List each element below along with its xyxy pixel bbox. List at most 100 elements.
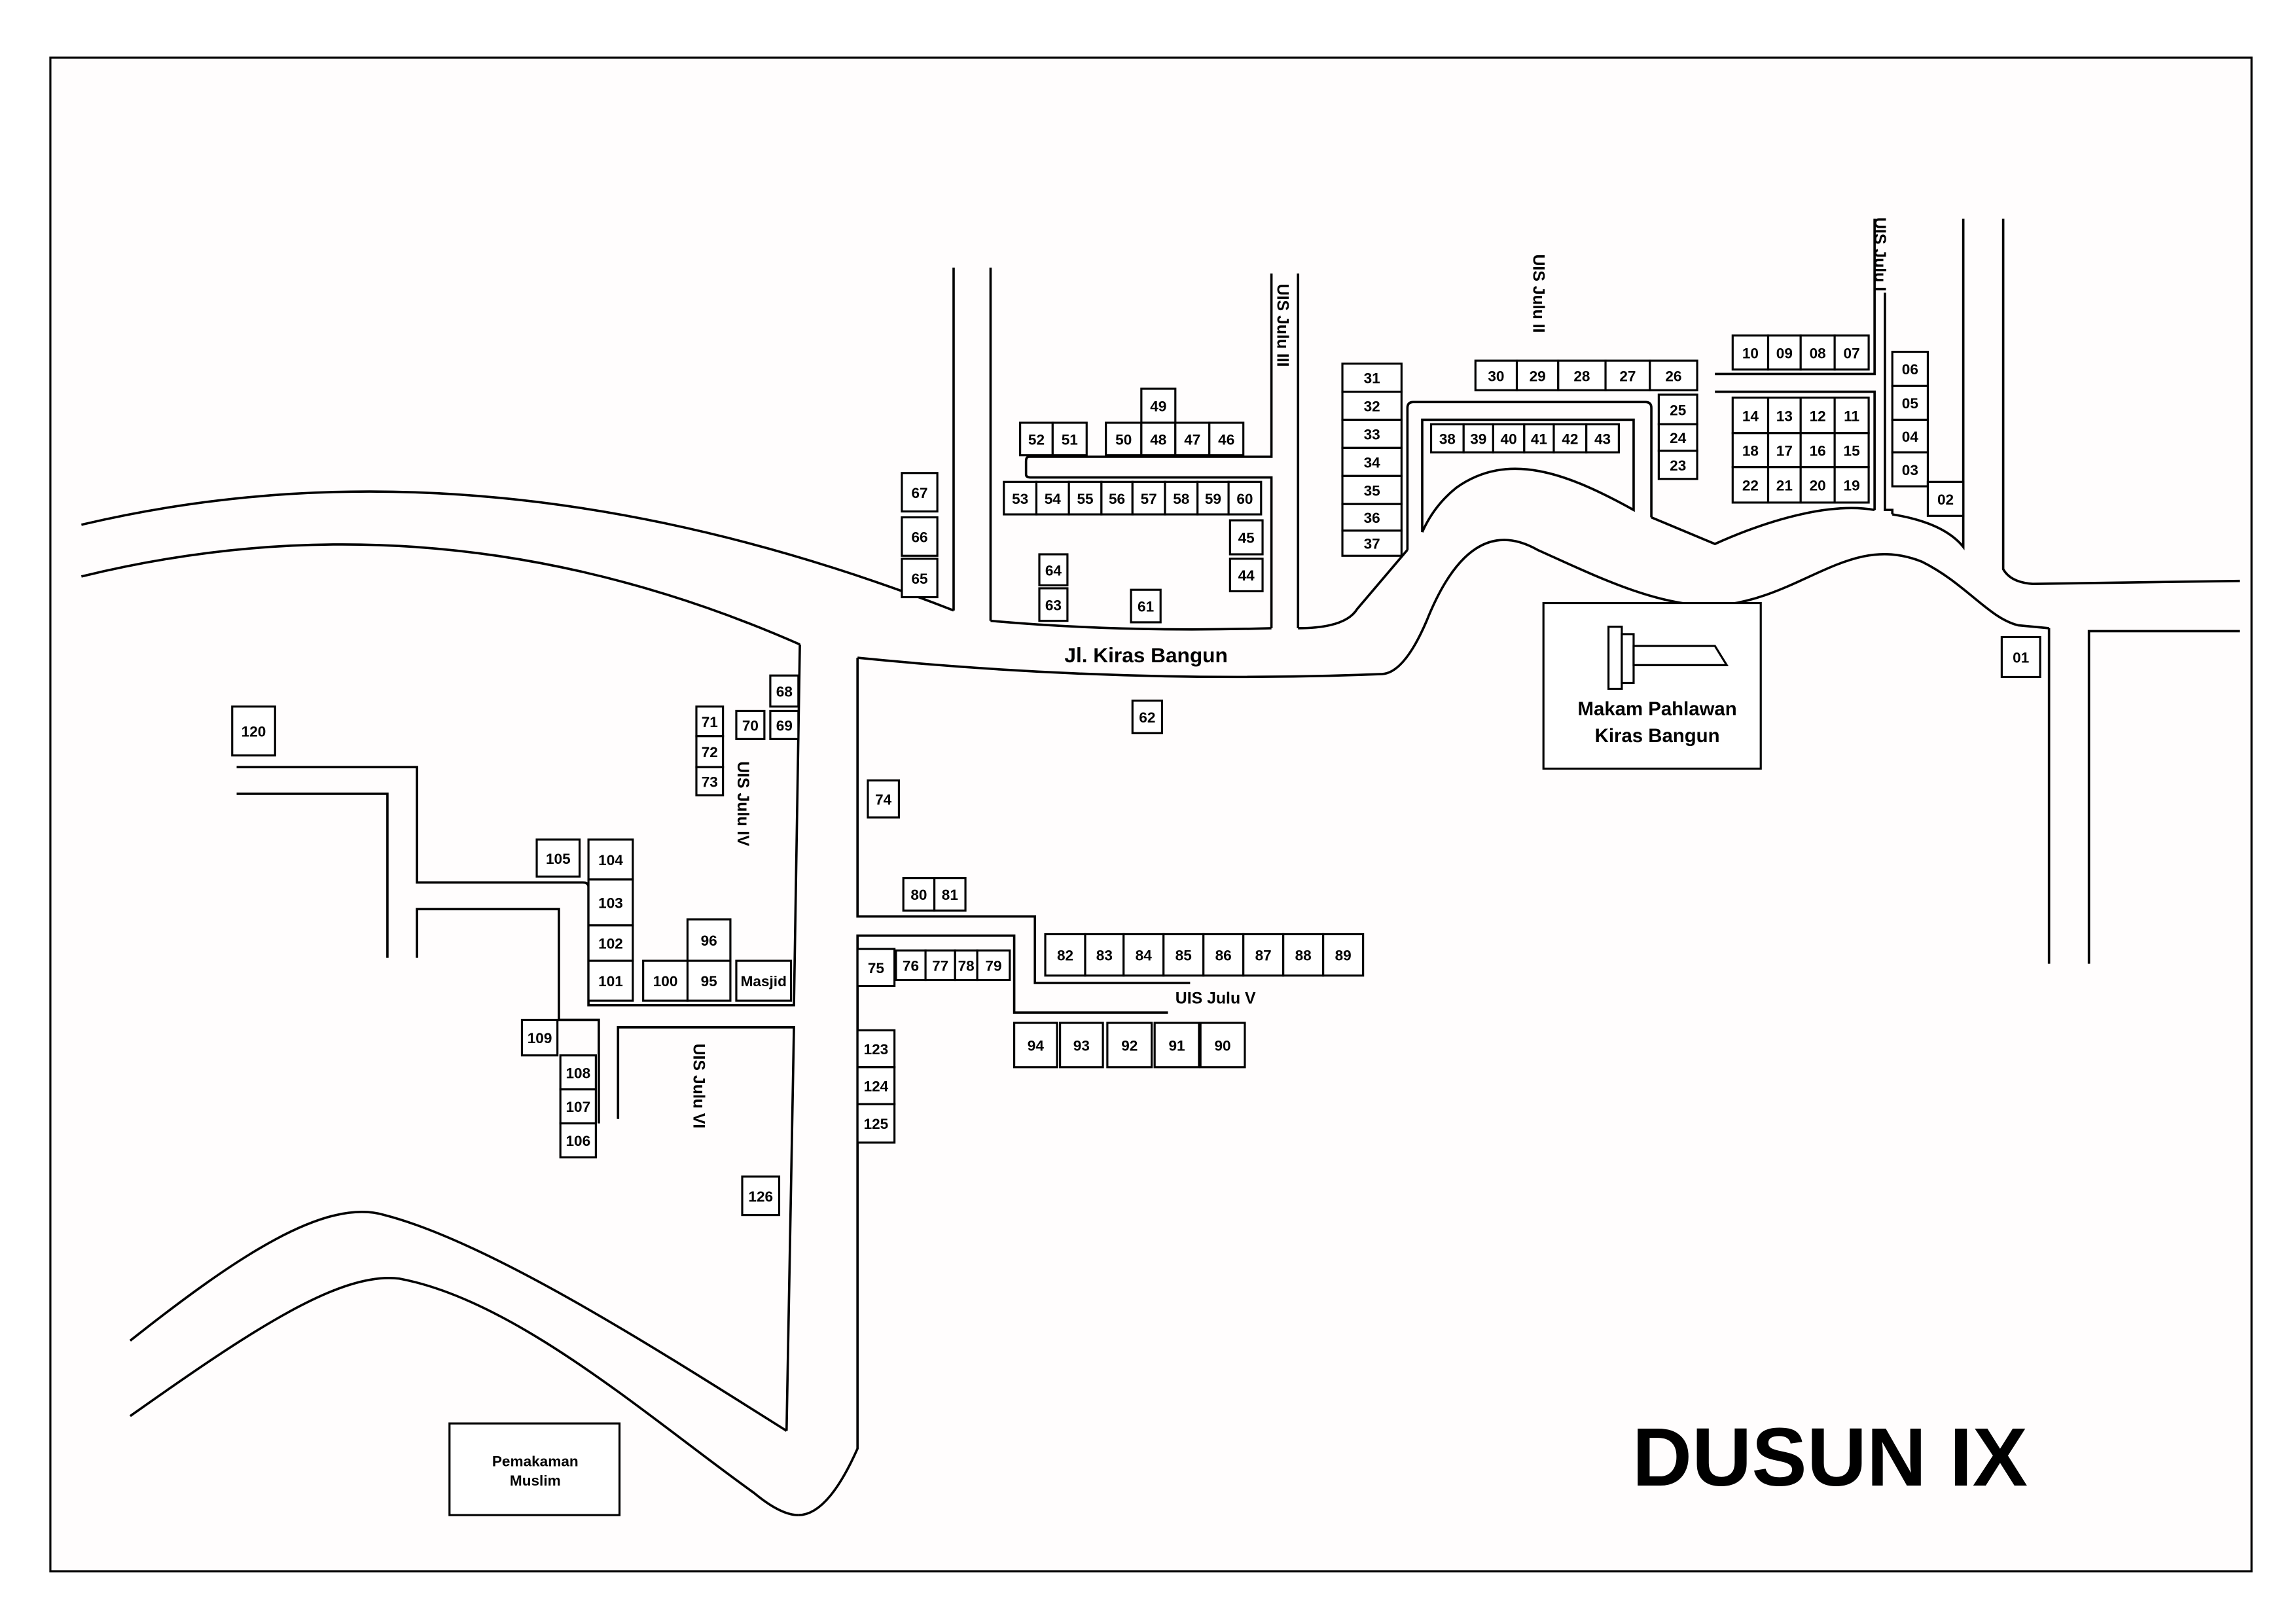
house-plot-box [1462,423,1494,454]
house-plot-46: 46 [1208,421,1245,457]
house-plot-box [976,949,1011,982]
house-number: 78 [958,958,975,974]
house-plot-55: 55 [1067,480,1103,516]
house-plot-45: 45 [1229,519,1264,556]
house-plot-box [1038,553,1069,587]
house-plot-29: 29 [1515,359,1560,391]
house-number: 92 [1121,1037,1138,1054]
house-number: 50 [1115,431,1132,448]
house-plot-35: 35 [1341,474,1403,505]
house-plot-109: 109 [520,1018,559,1057]
map-title: DUSUN IX [1632,1411,2028,1503]
house-plot-box [2000,635,2041,679]
house-number: 43 [1594,431,1611,447]
julu-2-road [1406,401,1653,550]
house-plot-85: 85 [1162,933,1205,977]
house-number: 67 [911,485,927,501]
house-plot-101: 101 [587,959,634,1002]
house-plot-07: 07 [1833,334,1870,371]
house-plot-104: 104 [587,838,634,881]
house-number: 22 [1742,477,1759,493]
house-plot-box [559,1122,597,1159]
house-plot-box [1322,933,1365,977]
house-plot-02: 02 [1926,480,1965,517]
house-plot-73: 73 [695,766,725,796]
house-number: 19 [1844,477,1860,493]
house-plot-123: 123 [856,1029,896,1069]
house-plot-62: 62 [1131,700,1164,734]
house-plot-box [1341,529,1403,557]
julu-1-road [1715,219,1876,376]
house-number: 102 [598,936,623,952]
house-plot-box [686,959,732,1002]
house-plot-box [901,516,939,557]
house-plot-box [1833,334,1870,371]
house-plot-56: 56 [1100,480,1134,516]
house-plot-37: 37 [1341,529,1403,557]
house-plot-box [1038,587,1069,622]
house-number: 29 [1530,368,1546,384]
house-number: 24 [1670,430,1687,446]
house-plot-66: 66 [901,516,939,557]
house-number: 45 [1238,530,1255,546]
house-plot-box [1767,396,1802,435]
house-plot-box [1122,933,1165,977]
house-plot-36: 36 [1341,503,1403,532]
lower-road-edge [129,1277,798,1516]
house-plot-14: 14 [1731,396,1770,435]
street-label-julu-4: UIS Julu IV [734,761,751,846]
house-number: 33 [1364,427,1380,443]
house-number: 109 [528,1030,552,1046]
house-plot-25: 25 [1657,393,1698,425]
house-number: 107 [565,1099,590,1115]
house-number: 59 [1205,491,1221,507]
house-number: 101 [598,973,623,990]
house-plot-13: 13 [1767,396,1802,435]
house-number: 27 [1619,368,1636,384]
house-plot-11: 11 [1833,396,1870,435]
house-plot-21: 21 [1767,466,1802,504]
road-edge [1892,219,1965,550]
house-plot-box [1051,421,1088,457]
house-plot-box [695,735,725,768]
house-plot-43: 43 [1585,423,1620,454]
house-number: 83 [1096,948,1113,964]
house-plot-box [587,878,634,927]
roads [81,219,2240,1516]
house-plot-51: 51 [1051,421,1088,457]
house-plot-50: 50 [1105,421,1143,457]
house-plot-58: 58 [1164,480,1199,516]
street-label-julu-6: UIS Julu VI [689,1044,707,1129]
house-number: Masjid [741,973,787,990]
house-number: 42 [1562,431,1578,447]
house-number: 41 [1531,431,1547,447]
house-plot-71: 71 [695,705,725,738]
house-number: 87 [1255,948,1272,964]
house-number: 04 [1902,429,1919,445]
house-plot-05: 05 [1891,384,1929,421]
house-number: 17 [1776,442,1793,459]
house-number: 35 [1364,482,1380,499]
house-plot-53: 53 [1003,480,1038,516]
makam-label-line2: Kiras Bangun [1595,725,1720,747]
road-edge [2001,219,2240,585]
house-number: 106 [565,1133,590,1149]
house-number: 47 [1184,431,1200,448]
house-plot-box [1649,359,1698,391]
house-plot-box [867,779,900,819]
house-plot-108: 108 [559,1054,597,1091]
pemakaman-muslim: Pemakaman Muslim [448,1422,621,1516]
house-plot-10: 10 [1731,334,1770,371]
house-plot-87: 87 [1242,933,1285,977]
house-plot-box [1833,466,1870,504]
house-plot-box [1067,480,1103,516]
house-plot-23: 23 [1657,450,1698,480]
house-number: 66 [911,529,927,546]
house-plot-box [856,1103,896,1144]
house-number: 30 [1488,368,1504,384]
house-number: 71 [702,714,718,730]
house-plot-box [735,709,766,740]
house-number: 15 [1844,442,1860,459]
main-road-edge [81,490,954,612]
house-plot-box [1731,466,1770,504]
